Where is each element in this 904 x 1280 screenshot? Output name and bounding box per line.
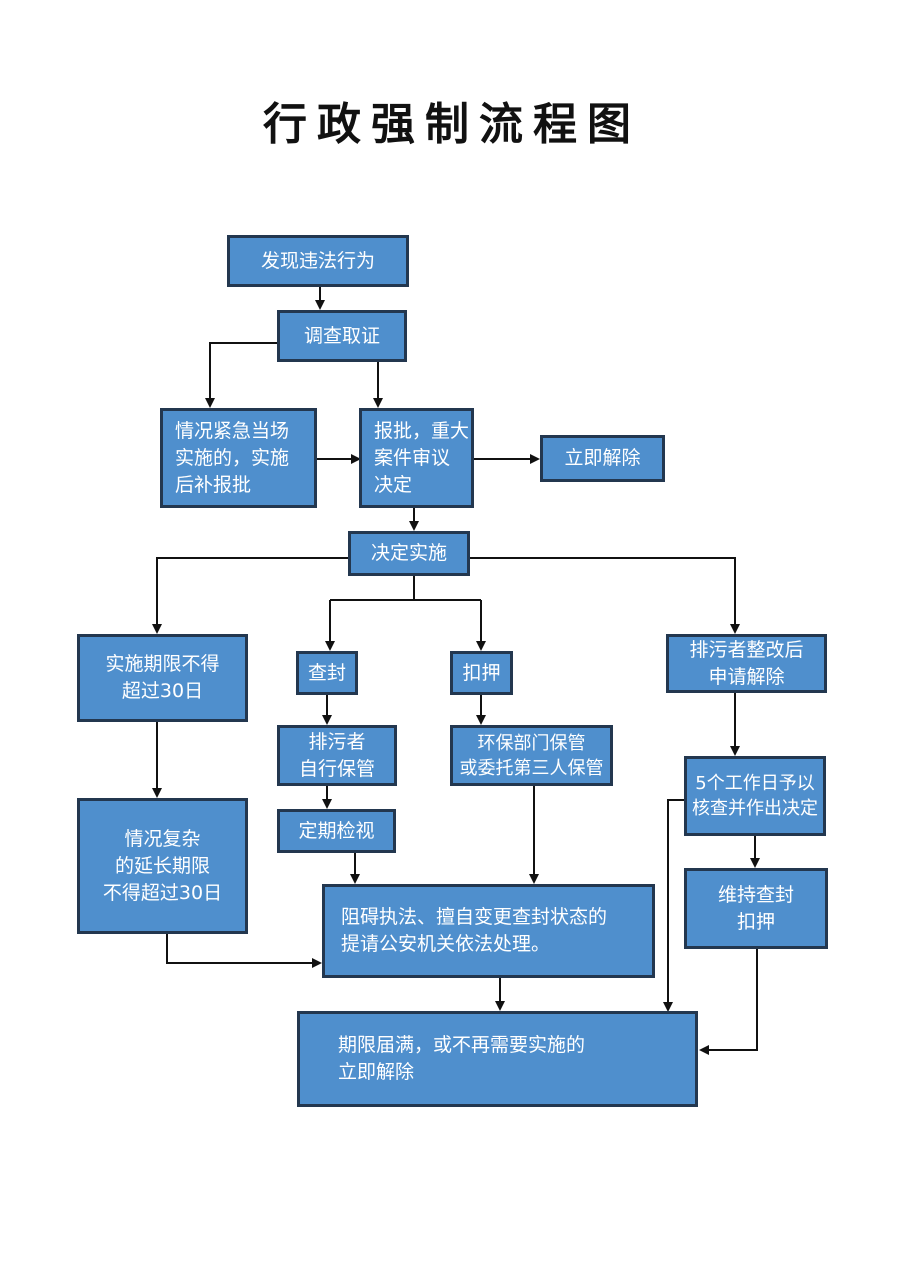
node-five-days: 5个工作日予以 核查并作出决定 <box>684 756 826 836</box>
node-env-keep: 环保部门保管 或委托第三人保管 <box>450 725 613 786</box>
arrow-investigate-emergency <box>205 342 277 408</box>
node-rectify-apply: 排污者整改后 申请解除 <box>666 634 827 693</box>
node-seal: 查封 <box>296 651 358 695</box>
node-complex-extend: 情况复杂 的延长期限 不得超过30日 <box>77 798 248 934</box>
node-release-now: 立即解除 <box>540 435 665 482</box>
node-detain: 扣押 <box>450 651 513 695</box>
node-periodic-check: 定期检视 <box>277 809 396 853</box>
node-discover: 发现违法行为 <box>227 235 409 287</box>
arrow-maintain-expire <box>699 949 758 1055</box>
node-limit30: 实施期限不得 超过30日 <box>77 634 248 722</box>
node-self-keep: 排污者 自行保管 <box>277 725 397 786</box>
line-decide-branch <box>330 576 481 601</box>
node-approve: 报批，重大 案件审议 决定 <box>359 408 474 508</box>
arrow-decide-limit30 <box>152 557 348 634</box>
node-expire-release: 期限届满，或不再需要实施的 立即解除 <box>297 1011 698 1107</box>
arrow-complex-obstruct <box>166 934 322 968</box>
node-emergency: 情况紧急当场 实施的，实施 后补报批 <box>160 408 317 508</box>
node-maintain: 维持查封 扣押 <box>684 868 828 949</box>
arrow-decide-rectify <box>470 557 740 634</box>
node-decide: 决定实施 <box>348 531 470 576</box>
node-obstruct: 阻碍执法、擅自变更查封状态的 提请公安机关依法处理。 <box>322 884 655 978</box>
arrow-fivedays-expire <box>663 799 684 1012</box>
node-investigate: 调查取证 <box>277 310 407 362</box>
page-title: 行政强制流程图 <box>263 99 641 150</box>
